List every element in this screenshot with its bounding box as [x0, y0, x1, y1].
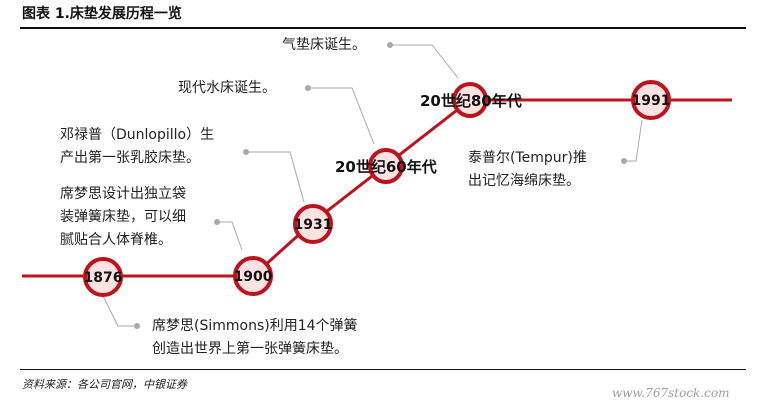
leader-waterbed [308, 87, 375, 145]
leader-dunlopillo [246, 151, 305, 203]
leader-dot-pocket [214, 219, 220, 225]
milestone-year: 1931 [294, 217, 333, 233]
figure-title: 图表 1.床垫发展历程一览 [22, 6, 182, 22]
leader-dot-airbed [387, 42, 393, 48]
source-note: 资料来源：各公司官网，中银证券 [22, 378, 187, 391]
leader-simmons [102, 295, 137, 327]
top-rule [20, 27, 746, 29]
leader-dot-tempur [621, 158, 627, 164]
note-waterbed: 现代水床诞生。 [178, 80, 276, 96]
milestone-node: 1931 [293, 204, 333, 244]
leader-dot-dunlopillo [243, 149, 249, 155]
note-line: 出记忆海绵床垫。 [468, 173, 580, 189]
note-line: 席梦思(Simmons)利用14个弹簧 [152, 318, 358, 334]
bottom-rule [20, 369, 746, 370]
note-line: 创造出世界上第一张弹簧床垫。 [152, 341, 348, 357]
leader-airbed [390, 44, 459, 79]
milestone-node: 1876 [83, 257, 123, 297]
note-line: 邓禄普（Dunlopillo）生 [60, 127, 215, 143]
milestone-year: 1900 [234, 269, 273, 285]
note-line: 腻贴合人体脊椎。 [60, 232, 172, 248]
era-node-eighties [452, 82, 488, 118]
watermark: www.767stock.com [612, 386, 730, 400]
leader-pocket [217, 221, 243, 251]
note-line: 装弹簧床垫，可以细 [60, 209, 186, 225]
note-dunlopillo: 邓禄普（Dunlopillo）生 产出第一张乳胶床垫。 [60, 124, 214, 170]
era-label-1980s: 20世纪80年代 [420, 92, 522, 110]
leader-dot-waterbed [305, 85, 311, 91]
leader-tempur [624, 119, 643, 162]
note-line: 泰普尔(Tempur)推 [468, 150, 587, 166]
note-line: 产出第一张乳胶床垫。 [60, 150, 200, 166]
note-airbed: 气垫床诞生。 [282, 37, 366, 53]
note-pocket-spring: 席梦思设计出独立袋 装弹簧床垫，可以细 腻贴合人体脊椎。 [60, 183, 186, 252]
leader-dot-simmons [134, 323, 140, 329]
milestone-year: 1991 [632, 93, 671, 109]
era-node-sixties [368, 148, 404, 184]
note-simmons: 席梦思(Simmons)利用14个弹簧 创造出世界上第一张弹簧床垫。 [152, 315, 358, 361]
note-line: 席梦思设计出独立袋 [60, 186, 186, 202]
milestone-year: 1876 [84, 270, 123, 286]
era-label-1960s: 20世纪60年代 [335, 158, 437, 176]
note-tempur: 泰普尔(Tempur)推 出记忆海绵床垫。 [468, 147, 587, 193]
milestone-node: 1900 [233, 256, 273, 296]
milestone-node: 1991 [631, 80, 671, 120]
